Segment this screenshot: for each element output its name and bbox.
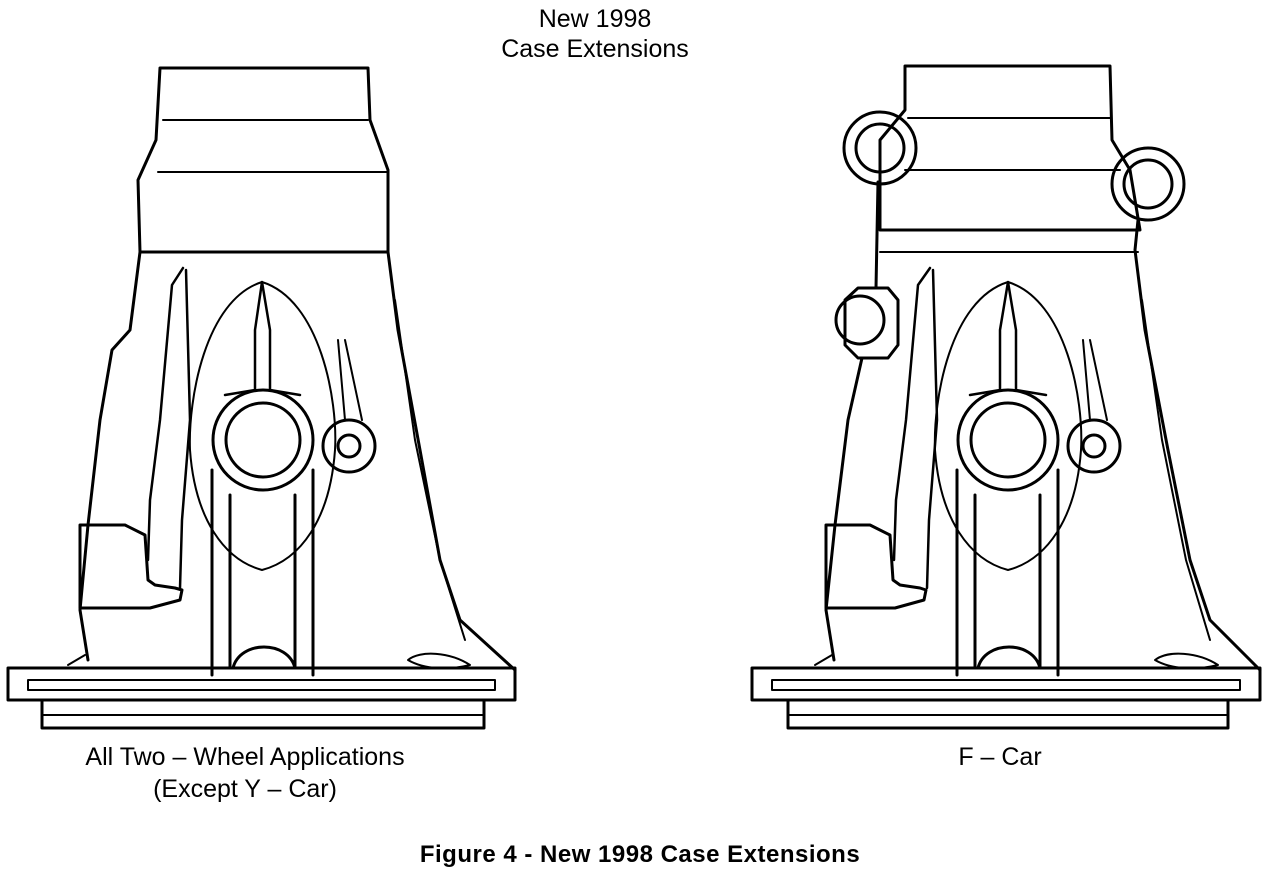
diagram-title: New 1998 Case Extensions	[440, 4, 750, 64]
right-part-caption: F – Car	[900, 741, 1100, 773]
left-caption-line-2: (Except Y – Car)	[153, 775, 337, 803]
right-case-extension	[750, 64, 1262, 730]
figure-caption: Figure 4 - New 1998 Case Extensions	[419, 841, 861, 868]
left-part-caption: All Two – Wheel Applications (Except Y –…	[30, 741, 460, 805]
left-case-extension	[6, 66, 517, 730]
title-line-1: New 1998	[538, 5, 652, 33]
right-caption-line-1: F – Car	[958, 743, 1042, 771]
left-caption-line-1: All Two – Wheel Applications	[85, 743, 405, 771]
title-line-2: Case Extensions	[501, 35, 689, 63]
